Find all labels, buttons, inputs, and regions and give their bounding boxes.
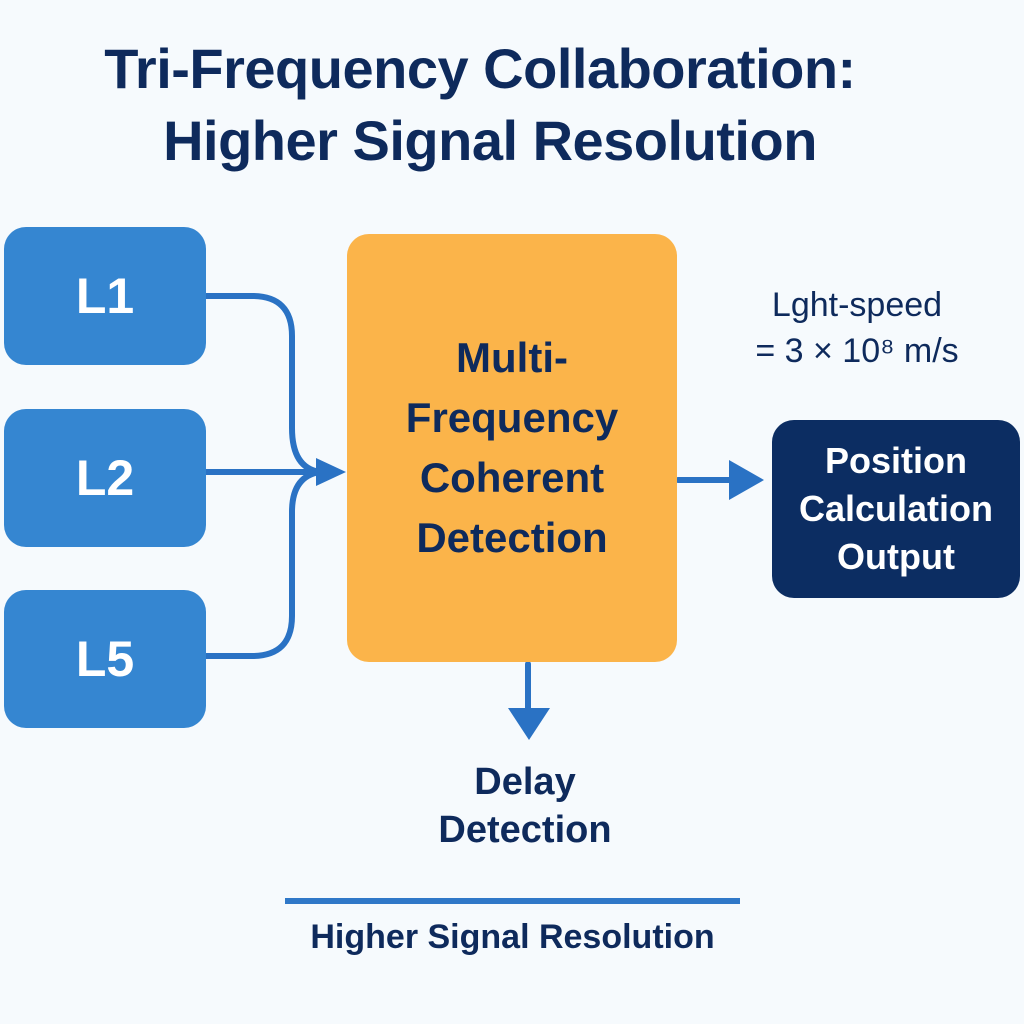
input-label: L5: [75, 631, 135, 687]
footer-divider: [285, 898, 740, 904]
core-line: Detection: [416, 514, 608, 561]
core-line: Multi-: [456, 334, 568, 381]
light-speed-note: Lght-speed = 3 × 10⁸ m/s: [712, 282, 1002, 374]
input-label: L1: [75, 268, 135, 324]
delay-line: Detection: [438, 809, 612, 851]
arrowhead-to-core: [316, 458, 346, 486]
position-calculation-output-box: Position Calculation Output: [772, 420, 1020, 598]
input-box-l2: L2: [4, 409, 206, 547]
output-line: Position: [825, 440, 967, 481]
note-line-2: = 3 × 10⁸ m/s: [755, 332, 959, 370]
title-line-1: Tri-Frequency Collaboration:: [104, 37, 856, 100]
output-line: Output: [837, 536, 955, 577]
multi-frequency-coherent-detection-box: Multi- Frequency Coherent Detection: [347, 234, 677, 662]
input-box-l1: L1: [4, 227, 206, 365]
input-label: L2: [75, 450, 135, 506]
core-line: Coherent: [419, 454, 605, 501]
input-box-l5: L5: [4, 590, 206, 728]
title-line-2: Higher Signal Resolution: [163, 109, 817, 172]
arrowhead-to-delay: [508, 708, 550, 740]
connector-l5: [203, 469, 323, 659]
delay-line: Delay: [474, 761, 576, 803]
note-line-1: Lght-speed: [771, 286, 943, 324]
output-line: Calculation: [798, 488, 994, 529]
arrowhead-to-output: [729, 460, 764, 500]
core-line: Frequency: [405, 394, 619, 441]
delay-detection-label: Delay Detection: [360, 758, 690, 854]
connector-l1: [203, 293, 323, 475]
footer-caption: Higher Signal Resolution: [310, 918, 715, 956]
